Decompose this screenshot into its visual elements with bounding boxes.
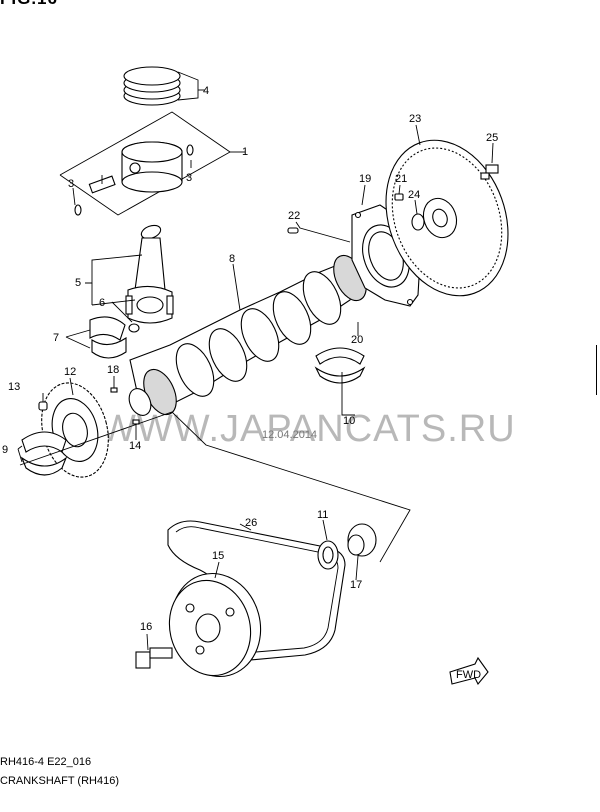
callout-16: 16 — [140, 621, 152, 633]
callout-labels: 4 1 3 3 5 6 7 8 9 10 11 12 13 14 15 16 1… — [2, 85, 498, 633]
figure-code: RH416-4 E22_016 — [0, 756, 92, 768]
fwd-label: FWD — [456, 669, 481, 681]
timing-belt-pulley[interactable] — [347, 523, 377, 557]
flywheel-mount-bolt[interactable] — [480, 164, 499, 180]
pilot-bushing[interactable] — [411, 213, 425, 231]
callout-19: 19 — [359, 173, 371, 185]
callout-15: 15 — [212, 550, 224, 562]
watermark: WWW.JAPANCATS.RU — [100, 408, 516, 450]
callout-23: 23 — [409, 113, 421, 125]
callout-18: 18 — [107, 364, 119, 376]
callout-7: 7 — [53, 332, 59, 344]
callout-12: 12 — [64, 366, 76, 378]
page-edge-line — [596, 345, 597, 395]
callout-17: 17 — [350, 579, 362, 591]
crankshaft[interactable] — [125, 250, 373, 419]
figure-title: FIG.16 — [0, 0, 58, 9]
callout-26: 26 — [245, 517, 257, 529]
crank-oil-seal[interactable] — [317, 540, 339, 570]
callout-3a: 3 — [68, 178, 74, 190]
callout-1: 1 — [242, 146, 248, 158]
timing-sensor-plate[interactable] — [32, 375, 119, 484]
callout-24: 24 — [408, 189, 420, 201]
callout-4: 4 — [203, 85, 209, 97]
connecting-rod-nut[interactable] — [128, 323, 140, 333]
callout-13: 13 — [8, 381, 20, 393]
callout-22: 22 — [288, 210, 300, 222]
piston-rings[interactable] — [123, 66, 181, 106]
plate-bolt[interactable] — [38, 401, 48, 411]
callout-9: 9 — [2, 444, 8, 456]
piston-assembly[interactable] — [59, 111, 231, 216]
callout-25: 25 — [486, 132, 498, 144]
callout-6: 6 — [99, 297, 105, 309]
callout-14: 14 — [129, 440, 141, 452]
connecting-rod[interactable] — [125, 223, 174, 324]
callout-21: 21 — [395, 173, 407, 185]
flywheel-bolt[interactable] — [394, 193, 404, 201]
callout-3b: 3 — [186, 172, 192, 184]
callout-11: 11 — [317, 509, 328, 521]
date-stamp: 12.04.2014 — [262, 429, 317, 441]
housing-bolt[interactable] — [287, 227, 299, 234]
callout-10: 10 — [343, 415, 355, 427]
crankshaft-pulley[interactable] — [159, 563, 272, 686]
main-bearings[interactable] — [20, 431, 68, 476]
callout-5: 5 — [75, 277, 81, 289]
pulley-bolt[interactable] — [135, 647, 173, 669]
thrust-bearings[interactable] — [314, 347, 366, 384]
callout-8: 8 — [229, 253, 235, 265]
leader-lines — [17, 71, 494, 651]
fwd-arrow-icon: FWD — [449, 656, 489, 685]
callout-20: 20 — [351, 334, 363, 346]
flywheel[interactable] — [365, 123, 529, 313]
figure-caption: CRANKSHAFT (RH416) — [0, 775, 119, 787]
conrod-bearings[interactable] — [89, 316, 127, 359]
